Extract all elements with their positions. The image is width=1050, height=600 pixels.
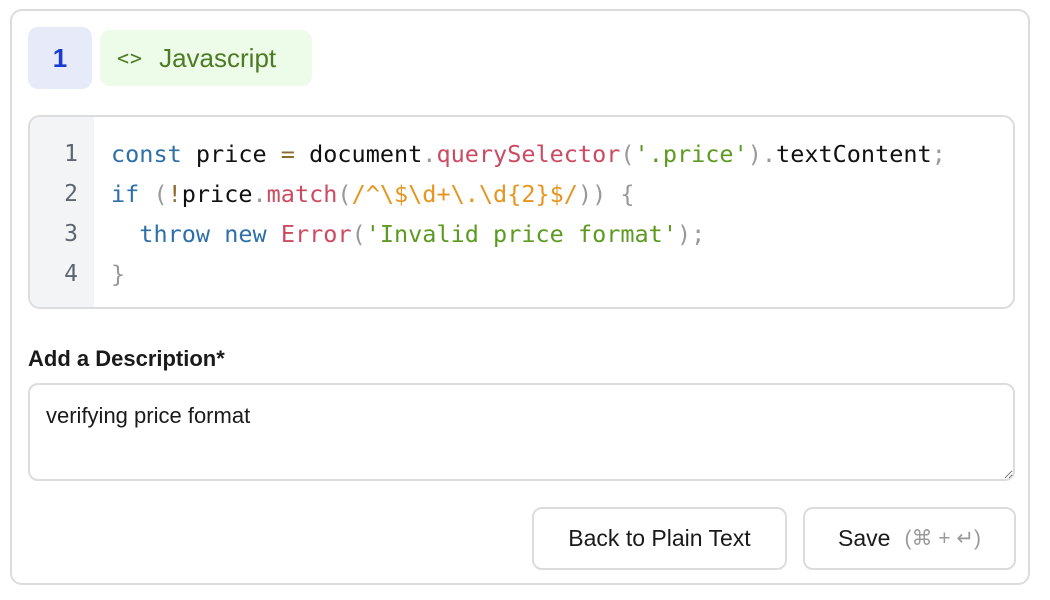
line-number: 3 [64, 221, 78, 247]
code-token [267, 220, 281, 248]
code-line: } [111, 254, 946, 294]
back-to-plain-text-button[interactable]: Back to Plain Text [532, 507, 787, 570]
code-token: . [422, 140, 437, 168]
code-token: } [111, 260, 126, 288]
code-token: /^\$\d+\.\d{2}$/ [351, 180, 578, 208]
code-token: price [181, 180, 253, 208]
code-token: )) { [577, 180, 635, 208]
code-token: ( [620, 140, 635, 168]
step-number-badge: 1 [28, 27, 92, 89]
code-token: Error [280, 220, 352, 248]
code-token: const [111, 140, 182, 168]
save-button[interactable]: Save (⌘ + ↵) [803, 507, 1016, 570]
code-token: ! [167, 180, 182, 208]
line-number-gutter: 1 2 3 4 [30, 117, 94, 307]
code-token [210, 220, 224, 248]
code-token: ( [139, 180, 168, 208]
code-token: ( [351, 220, 366, 248]
code-token: textContent [776, 140, 932, 168]
code-token: throw [139, 220, 211, 248]
description-label: Add a Description* [28, 346, 225, 371]
code-token: ) [747, 140, 762, 168]
code-token: new [224, 220, 267, 248]
code-token: ); [676, 220, 706, 248]
code-token [111, 220, 139, 248]
code-token: . [252, 180, 267, 208]
code-line: throw new Error('Invalid price format'); [111, 214, 946, 254]
code-token: price [181, 140, 281, 168]
code-token: 'Invalid price format' [365, 220, 677, 248]
code-token: document [294, 140, 423, 168]
code-token: . [761, 140, 777, 168]
line-number: 1 [64, 141, 78, 167]
code-step-card [10, 9, 1030, 585]
code-token: = [280, 140, 295, 168]
code-line: if (!price.match(/^\$\d+\.\d{2}$/)) { [111, 174, 946, 214]
language-chip[interactable]: <> Javascript [100, 30, 312, 86]
code-brackets-icon: <> [117, 46, 144, 70]
code-token: ; [931, 140, 946, 168]
line-number: 4 [64, 261, 78, 287]
save-label: Save [838, 525, 891, 551]
code-token: querySelector [436, 140, 621, 168]
code-token: if [111, 180, 140, 208]
language-label: Javascript [159, 42, 277, 73]
code-token: '.price' [634, 140, 748, 168]
code-line: const price = document.querySelector('.p… [111, 134, 946, 174]
save-shortcut-hint: (⌘ + ↵) [904, 527, 981, 550]
code-token: match [266, 180, 338, 208]
code-lines[interactable]: const price = document.querySelector('.p… [94, 117, 946, 307]
code-token: ( [337, 180, 352, 208]
line-number: 2 [64, 181, 78, 207]
description-input[interactable]: verifying price format [28, 383, 1015, 481]
